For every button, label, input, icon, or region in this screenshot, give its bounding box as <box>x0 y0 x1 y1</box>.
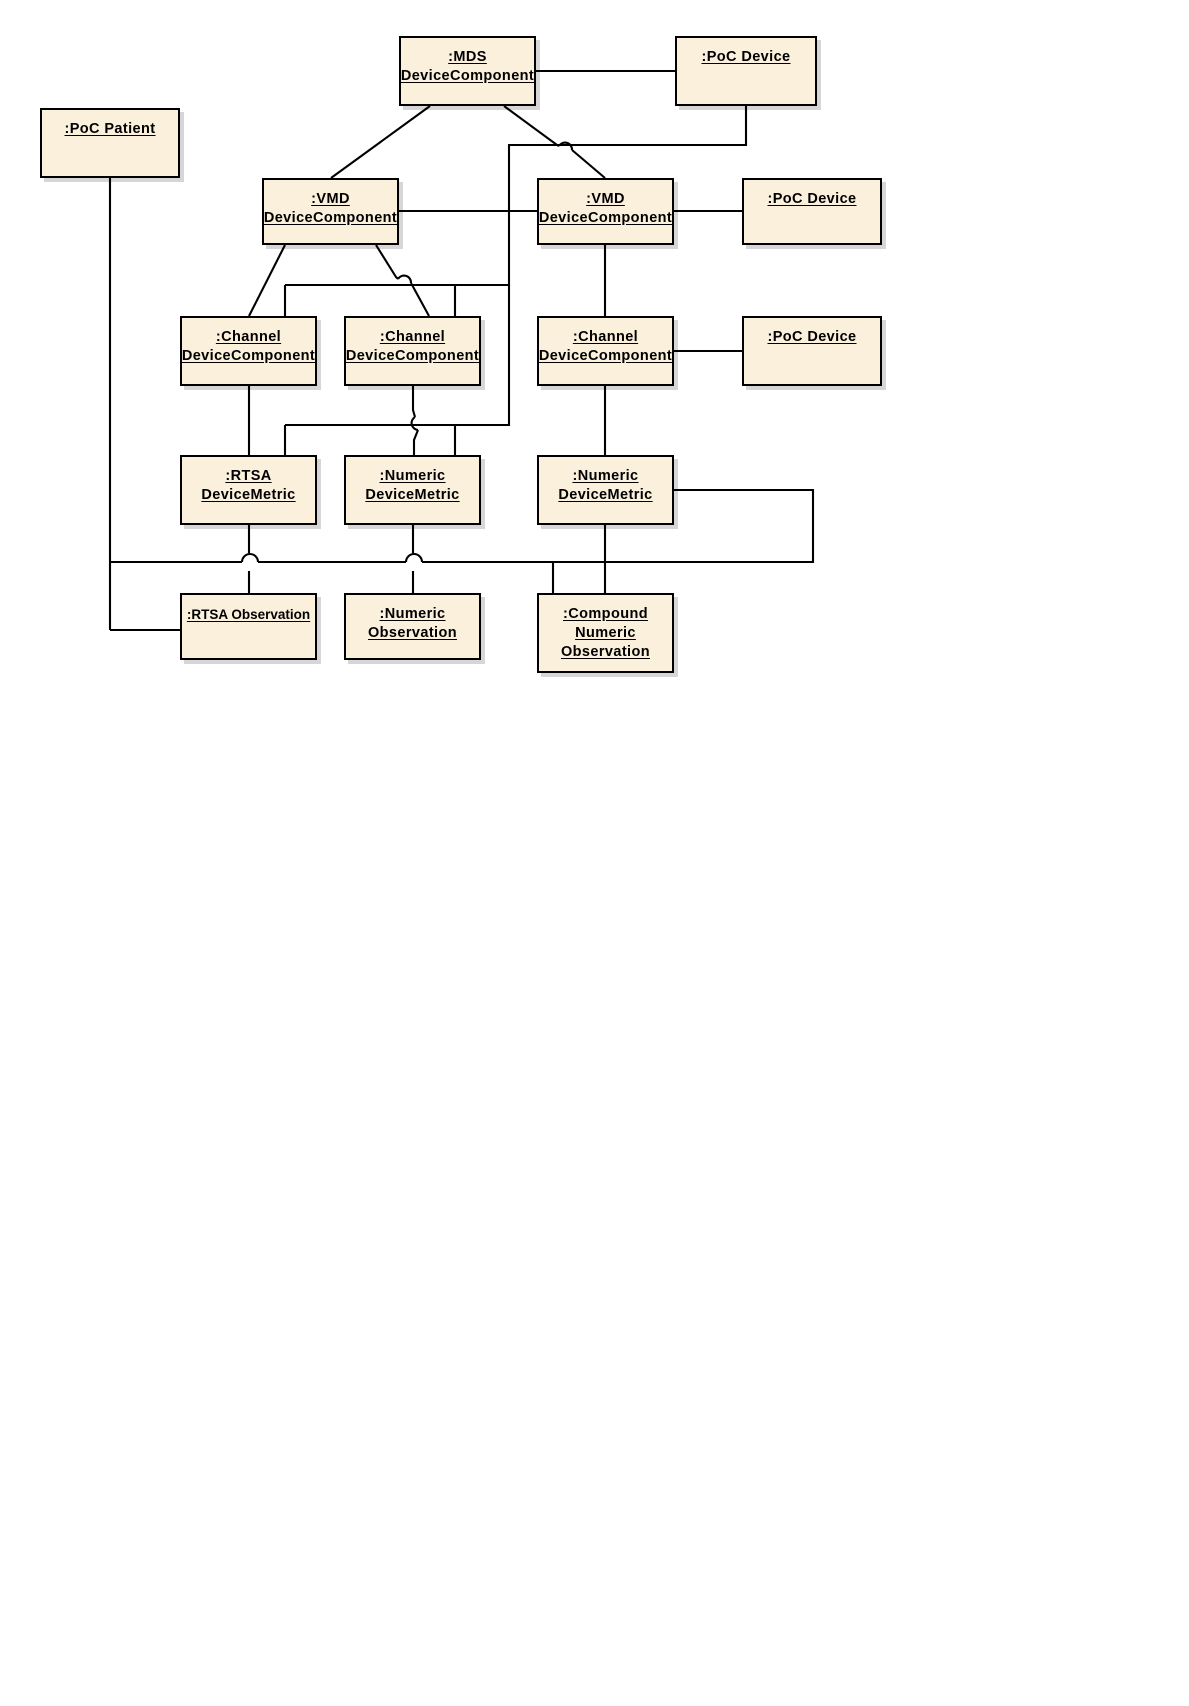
object-label-line1: :Numeric <box>572 468 639 484</box>
object-numeric-devicemetric-2[interactable]: :Numeric DeviceMetric <box>537 455 674 525</box>
object-label-line1: :Channel <box>572 329 639 345</box>
object-label-line2: DeviceComponent <box>345 348 480 364</box>
object-label-line2: DeviceComponent <box>538 210 673 226</box>
object-label-line1: :MDS <box>448 49 487 65</box>
object-channel-devicecomponent-2[interactable]: :Channel DeviceComponent <box>344 316 481 386</box>
edge-vmd1-to-channel-2-cont <box>410 282 430 317</box>
object-label-line2: DeviceComponent <box>538 348 673 364</box>
edge-mds-to-vmd-2-cont <box>571 149 606 179</box>
object-numeric-observation[interactable]: :Numeric Observation <box>344 593 481 660</box>
object-poc-device-2[interactable]: :PoC Device <box>742 178 882 245</box>
object-label-line2: DeviceMetric <box>365 487 460 503</box>
object-rtsa-devicemetric[interactable]: :RTSA DeviceMetric <box>180 455 317 525</box>
object-rtsa-observation[interactable]: :RTSA Observation <box>180 593 317 660</box>
object-channel-devicecomponent-3[interactable]: :Channel DeviceComponent <box>537 316 674 386</box>
edge-mds-to-vmd-1 <box>330 105 431 179</box>
object-label-line1: :Channel <box>379 329 446 345</box>
object-label-line1: :Numeric <box>379 606 446 622</box>
edge-mds-to-vmd-2 <box>503 105 560 147</box>
object-mds-devicecomponent[interactable]: :MDS DeviceComponent <box>399 36 536 106</box>
object-label-line1: :Channel <box>215 329 282 345</box>
edge-channel2-to-numeric-1-cont <box>412 429 419 455</box>
object-label: :PoC Device <box>701 49 791 65</box>
object-numeric-devicemetric-1[interactable]: :Numeric DeviceMetric <box>344 455 481 525</box>
object-label-line2: DeviceComponent <box>181 348 316 364</box>
object-poc-patient[interactable]: ​:PoC Patient <box>40 108 180 178</box>
object-label-line1: :RTSA <box>225 468 272 484</box>
object-label-line2: Numeric <box>575 625 636 641</box>
object-label: :PoC Device <box>767 329 857 345</box>
edge-vmd1-to-channel-1 <box>248 244 286 317</box>
object-label: :RTSA Observation <box>186 607 311 622</box>
edge-vmd1-to-channel-2 <box>375 244 399 280</box>
edge-jump-arc-5 <box>404 553 424 563</box>
object-label-line2: DeviceComponent <box>263 210 398 226</box>
object-label-line1: :Compound <box>563 606 648 622</box>
object-label-line1: :VMD <box>586 191 625 207</box>
object-label: ​:PoC Patient <box>64 121 156 137</box>
edge-jump-arc-4 <box>240 553 260 563</box>
object-label: :PoC Device <box>767 191 857 207</box>
edge-jump-arc-2 <box>397 274 413 284</box>
object-vmd-devicecomponent-2[interactable]: :VMD DeviceComponent <box>537 178 674 245</box>
object-channel-devicecomponent-1[interactable]: :Channel DeviceComponent <box>180 316 317 386</box>
object-label-line3: Observation <box>560 644 650 660</box>
object-poc-device-3[interactable]: :PoC Device <box>742 316 882 386</box>
object-label-line2: DeviceMetric <box>558 487 653 503</box>
edge-jump-arc-3 <box>410 416 419 432</box>
object-label-line2: DeviceMetric <box>201 487 296 503</box>
object-label-line1: :VMD <box>311 191 350 207</box>
object-label-line2: Observation <box>367 625 457 641</box>
object-compound-numeric-observation[interactable]: :Compound Numeric Observation <box>537 593 674 673</box>
edge-channel2-to-numeric-1 <box>411 386 417 418</box>
object-label-line2: DeviceComponent <box>400 68 535 84</box>
object-poc-device-1[interactable]: :PoC Device <box>675 36 817 106</box>
object-label-line1: :Numeric <box>379 468 446 484</box>
object-vmd-devicecomponent-1[interactable]: :VMD DeviceComponent <box>262 178 399 245</box>
edge-jump-arc-1 <box>558 141 574 151</box>
